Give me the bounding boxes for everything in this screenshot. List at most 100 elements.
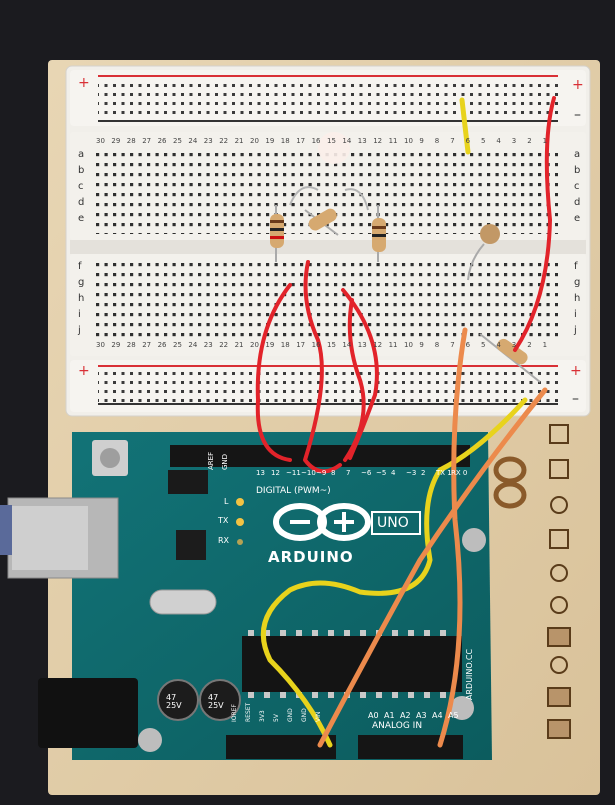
row-letter: e (574, 213, 581, 224)
capacitor-1 (157, 679, 199, 721)
column-number-top: 14 (342, 137, 352, 145)
column-number-bottom: 23 (203, 341, 213, 349)
column-number-top: 28 (126, 137, 136, 145)
column-number-bottom: 25 (173, 341, 182, 349)
orange-wire-2 (317, 387, 548, 748)
capacitor-1-label: 47 25V (166, 693, 182, 710)
resistor-3 (372, 205, 386, 262)
column-number-bottom: 19 (265, 341, 275, 349)
row-letter: h (78, 293, 85, 304)
column-number-bottom: 28 (126, 341, 136, 349)
column-number-bottom: 2 (527, 341, 532, 349)
aref-label: AREF (207, 451, 215, 470)
column-number-top: 6 (465, 137, 471, 145)
digital-pin-label: RX 0 (451, 469, 468, 477)
power-pin-label: GND (301, 708, 308, 722)
rail-plus-bottom-right: + (570, 363, 582, 379)
capacitor-2-label: 47 25V (208, 693, 224, 710)
column-number-top: 26 (157, 137, 167, 145)
row-letter: j (574, 325, 577, 336)
engraved-icons (547, 424, 571, 739)
column-number-bottom: 3 (511, 341, 517, 349)
led-component (289, 132, 369, 211)
column-number-bottom: 11 (388, 341, 398, 349)
digital-label: DIGITAL (PWM~) (256, 486, 331, 496)
column-number-bottom: 26 (157, 341, 167, 349)
column-number-top: 18 (280, 137, 290, 145)
column-number-bottom: 27 (142, 341, 152, 349)
resistor-2 (304, 208, 339, 236)
power-pin-label: VIN (315, 711, 322, 722)
column-number-top: 4 (496, 137, 501, 145)
column-number-bottom: 14 (342, 341, 352, 349)
column-number-bottom: 15 (327, 341, 336, 349)
column-number-top: 20 (250, 137, 259, 145)
analog-pin-label: A2 (400, 711, 411, 720)
column-number-bottom: 30 (96, 341, 105, 349)
row-letter: b (574, 165, 581, 176)
row-letter: h (574, 293, 581, 304)
column-number-bottom: 16 (311, 341, 321, 349)
analog-label: ANALOG IN (372, 721, 423, 731)
yellow-jumper-top (459, 97, 471, 155)
digital-pin-label: 2 (421, 469, 426, 477)
column-number-bottom: 13 (357, 341, 367, 349)
digital-pin-label: ~9 (316, 469, 327, 477)
website-label: ARDUINO.CC (465, 648, 474, 700)
digital-pin-label: ~3 (406, 469, 417, 477)
column-number-bottom: 1 (542, 341, 548, 349)
row-letter: i (574, 309, 577, 320)
analog-header (358, 735, 463, 759)
column-number-bottom: 17 (296, 341, 306, 349)
column-number-top: 12 (373, 137, 383, 145)
column-number-top: 5 (481, 137, 486, 145)
photoresistor (467, 224, 500, 281)
digital-pin-label: ~10 (301, 469, 316, 477)
column-number-top: 17 (296, 137, 306, 145)
row-letter: a (574, 149, 581, 160)
column-number-bottom: 9 (419, 341, 424, 349)
rail-plus-top-right: + (572, 77, 584, 93)
rail-minus-bottom-right: – (572, 391, 579, 407)
row-letter: g (574, 277, 581, 288)
analog-pin-label: A0 (368, 711, 379, 720)
column-number-bottom: 21 (234, 341, 244, 349)
column-number-top: 16 (311, 137, 321, 145)
digital-pin-label: ~11 (286, 469, 301, 477)
digital-pin-label: ~6 (361, 469, 372, 477)
digital-pin-label: 4 (391, 469, 396, 477)
arduino-logo (273, 503, 371, 541)
power-pin-label: 3V3 (259, 710, 266, 722)
rail-plus-bottom-left: + (78, 363, 90, 379)
led-tx (236, 518, 244, 526)
analog-pin-label: A4 (432, 711, 443, 720)
column-number-bottom: 12 (373, 341, 383, 349)
uno-badge (371, 511, 421, 535)
column-number-top: 2 (527, 137, 532, 145)
orange-wire-1 (437, 327, 468, 748)
column-number-top: 24 (188, 137, 198, 145)
arduino-uno-board (0, 432, 492, 760)
power-pin-label: IOREF (231, 704, 238, 722)
column-number-bottom: 24 (188, 341, 198, 349)
column-number-top: 8 (434, 137, 440, 145)
wires (255, 96, 556, 748)
row-letter: j (78, 325, 81, 336)
column-number-top: 11 (388, 137, 398, 145)
column-number-top: 21 (234, 137, 244, 145)
column-number-top: 1 (542, 137, 548, 145)
row-letter: c (574, 181, 580, 192)
column-number-bottom: 4 (496, 341, 501, 349)
resistor-1 (270, 205, 284, 262)
column-number-top: 19 (265, 137, 275, 145)
rx-label: RX (218, 536, 230, 545)
tx-label: TX (218, 516, 229, 525)
row-letter: d (574, 197, 581, 208)
column-number-top: 10 (404, 137, 413, 145)
engraved-arduino-logo (493, 456, 527, 509)
column-number-bottom: 20 (250, 341, 259, 349)
rail-minus-top-right: – (574, 107, 581, 123)
digital-pin-label: 8 (331, 469, 336, 477)
digital-pin-label: 12 (271, 469, 280, 477)
